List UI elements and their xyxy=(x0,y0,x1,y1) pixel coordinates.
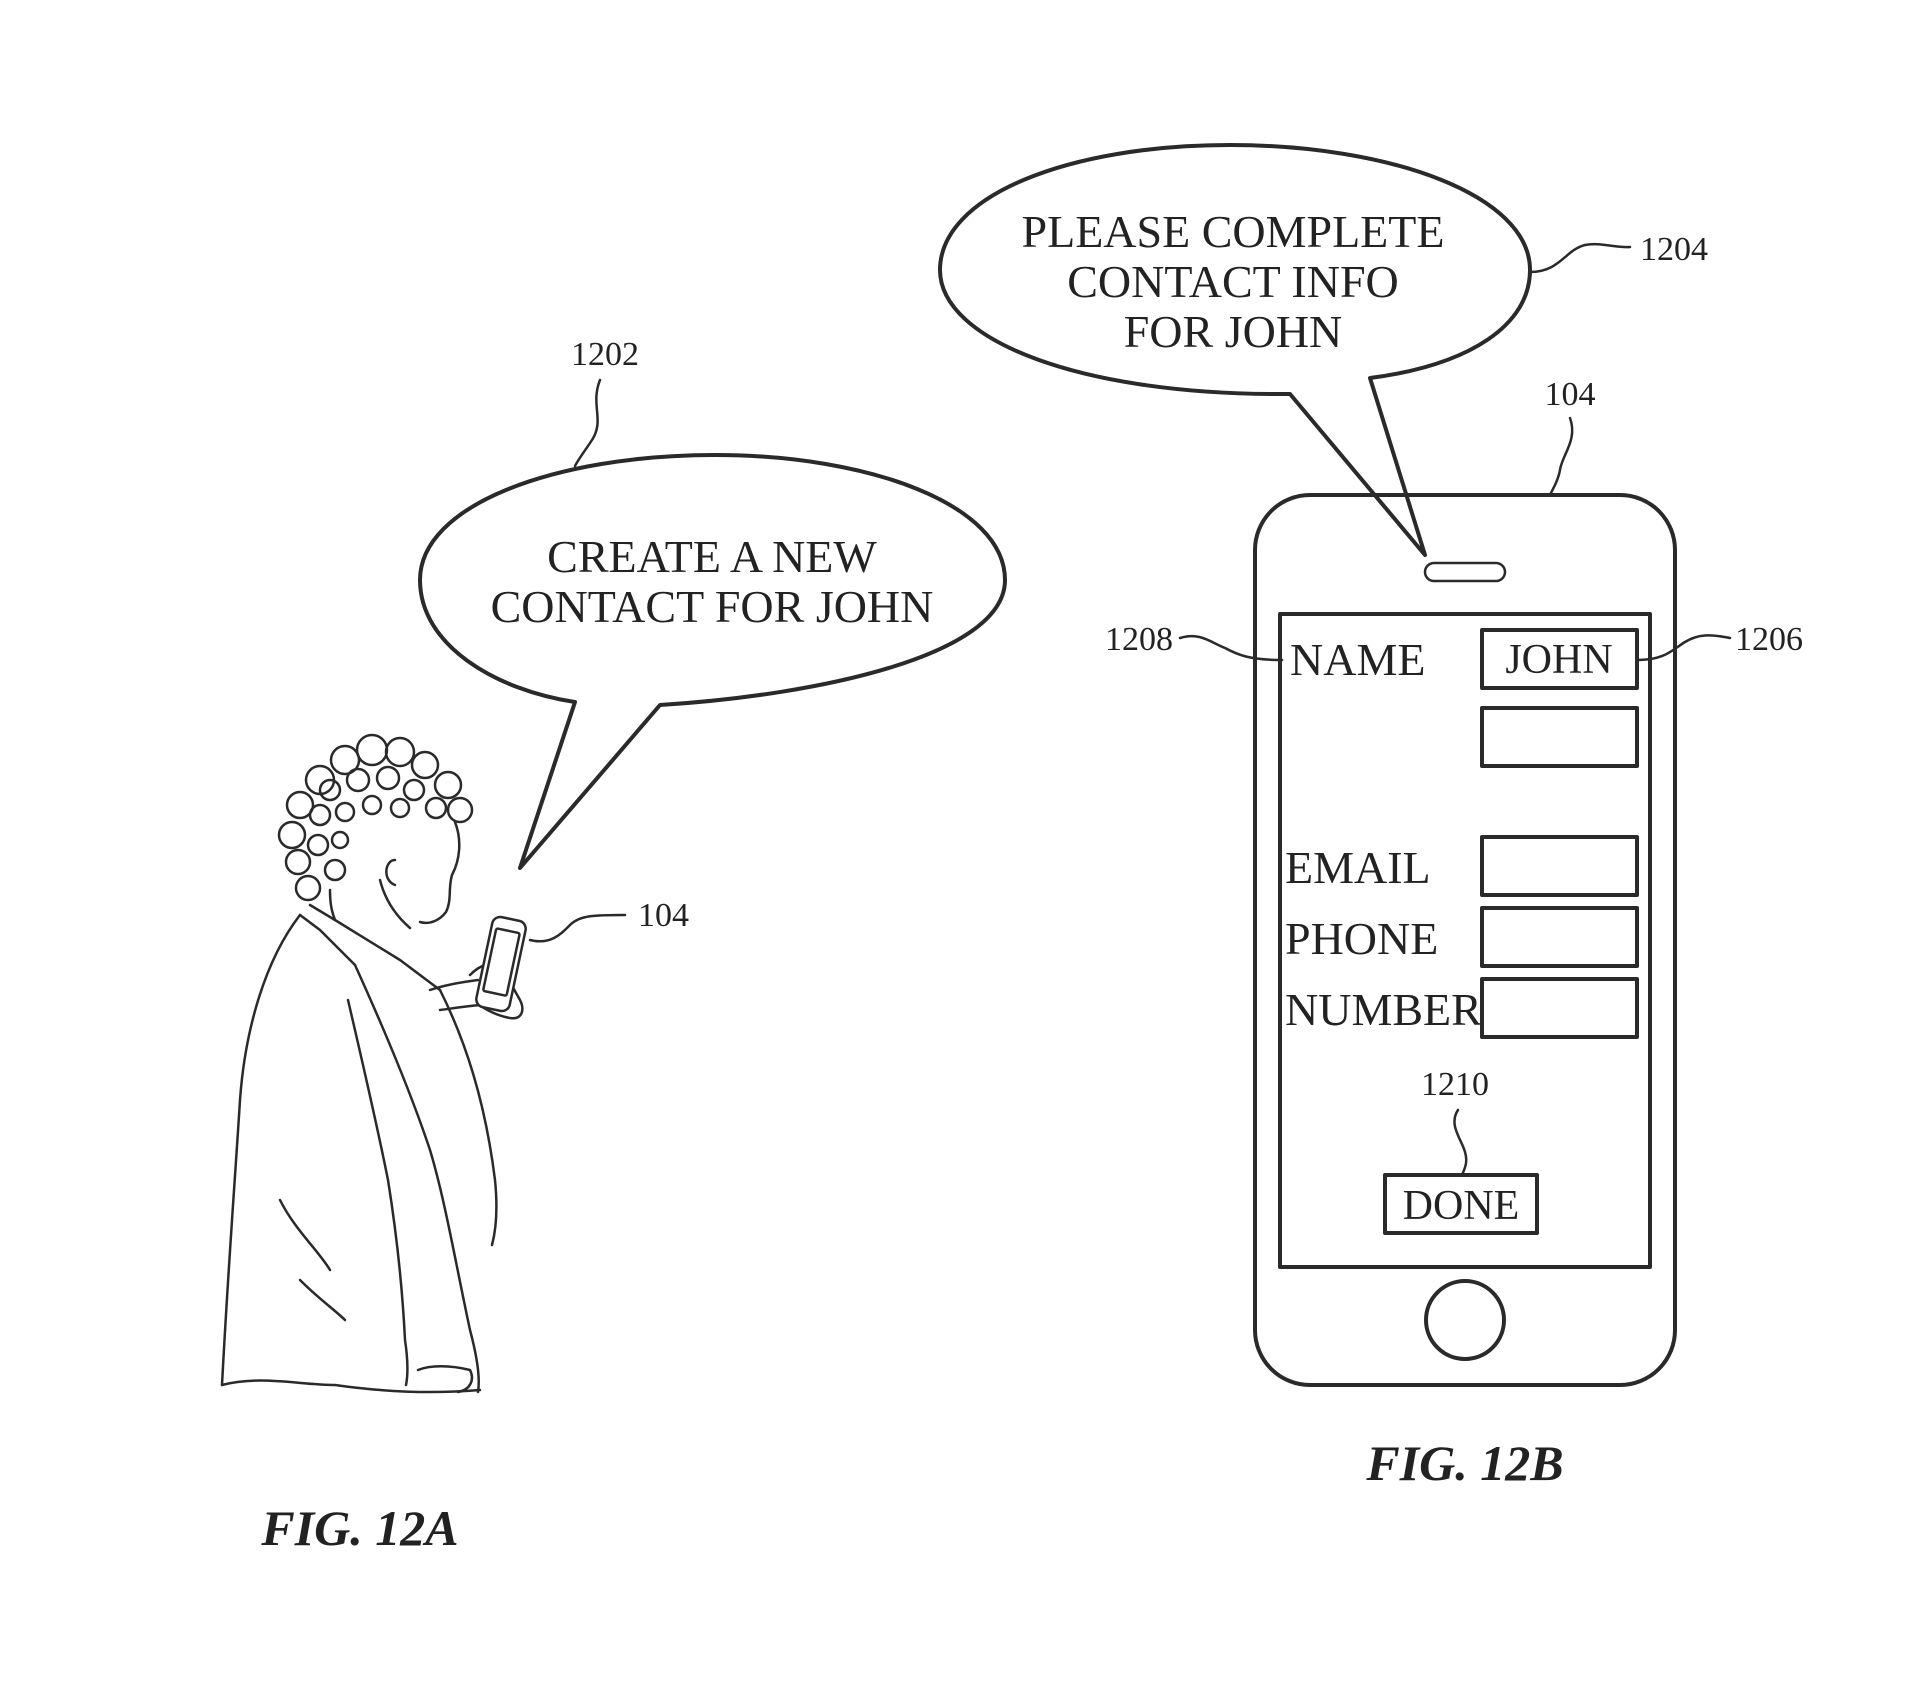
small-device-screen xyxy=(482,927,521,997)
speech-bubble-1202: CREATE A NEW CONTACT FOR JOHN xyxy=(418,453,1007,870)
done-button-label: DONE xyxy=(1403,1183,1520,1229)
done-button[interactable]: DONE xyxy=(1383,1173,1539,1235)
neck xyxy=(328,878,412,930)
speech-bubble-outline xyxy=(938,143,1532,557)
phone-screen xyxy=(1278,612,1652,1269)
handheld-device-104 xyxy=(475,915,527,1013)
forearm xyxy=(428,978,482,1012)
small-device-body xyxy=(475,915,527,1013)
leader-line-1206 xyxy=(1635,634,1732,662)
person-illustration xyxy=(220,733,524,1394)
ref-label-1206: 1206 xyxy=(1735,621,1803,658)
form-label-name: NAME xyxy=(1290,634,1425,685)
leader-line-1202 xyxy=(573,378,602,468)
jacket-back xyxy=(220,913,302,1387)
ref-label-1208: 1208 xyxy=(1105,621,1173,658)
figure-caption-12b: FIG. 12B xyxy=(1365,1435,1563,1491)
name-field-value: JOHN xyxy=(1505,637,1612,683)
ear xyxy=(385,858,397,887)
ref-label-1210: 1210 xyxy=(1421,1066,1489,1103)
name-field-secondary-box[interactable] xyxy=(1480,706,1639,768)
ref-label-1202: 1202 xyxy=(571,336,639,373)
home-button[interactable] xyxy=(1424,1279,1506,1361)
phone-speaker-slot xyxy=(1423,561,1507,583)
curly-hair xyxy=(277,733,474,902)
email-field-box[interactable] xyxy=(1480,835,1639,897)
phone-outline xyxy=(1253,493,1677,1387)
face-profile xyxy=(418,820,461,925)
ref-label-104-fig-a: 104 xyxy=(638,897,689,934)
fig-12b: PLEASE COMPLETE CONTACT INFO FOR JOHN 12… xyxy=(938,143,1803,1491)
coat-hem xyxy=(220,1379,482,1394)
smartphone-104 xyxy=(1253,493,1677,1387)
collar xyxy=(298,903,442,992)
speech-bubble-outline xyxy=(418,453,1007,870)
leader-line-1204 xyxy=(1528,242,1632,274)
ref-label-104-fig-b: 104 xyxy=(1545,376,1596,413)
second-hand xyxy=(416,1365,474,1394)
arm-inner xyxy=(346,998,409,1387)
figure-caption-12a: FIG. 12A xyxy=(260,1500,458,1556)
form-label-phone: PHONE xyxy=(1285,913,1438,964)
phone-field-box[interactable] xyxy=(1480,906,1639,968)
coat-fold-2 xyxy=(298,1278,347,1322)
fig-12a: CREATE A NEW CONTACT FOR JOHN 1202 xyxy=(220,336,1007,1556)
leader-line-104-fig-a xyxy=(528,913,627,943)
number-field-box[interactable] xyxy=(1480,977,1639,1039)
bubble-1202-line-2: CONTACT FOR JOHN xyxy=(491,581,934,632)
leader-line-1210 xyxy=(1453,1108,1468,1177)
bubble-1204-line-2: CONTACT INFO xyxy=(1067,256,1399,307)
bubble-1204-line-3: FOR JOHN xyxy=(1124,306,1343,357)
arm xyxy=(353,963,480,1394)
name-field[interactable]: JOHN xyxy=(1480,628,1639,690)
bubble-1204-line-1: PLEASE COMPLETE xyxy=(1022,206,1445,257)
coat-fold-1 xyxy=(278,1198,332,1272)
form-label-number: NUMBER xyxy=(1285,984,1482,1035)
ref-label-1204: 1204 xyxy=(1640,231,1708,268)
jacket-front xyxy=(438,988,498,1247)
leader-line-104-fig-b xyxy=(1548,416,1574,497)
leader-line-1208 xyxy=(1178,634,1284,662)
bubble-1202-line-1: CREATE A NEW xyxy=(547,531,877,582)
form-label-email: EMAIL xyxy=(1285,842,1431,893)
speech-bubble-1204: PLEASE COMPLETE CONTACT INFO FOR JOHN xyxy=(938,143,1532,557)
